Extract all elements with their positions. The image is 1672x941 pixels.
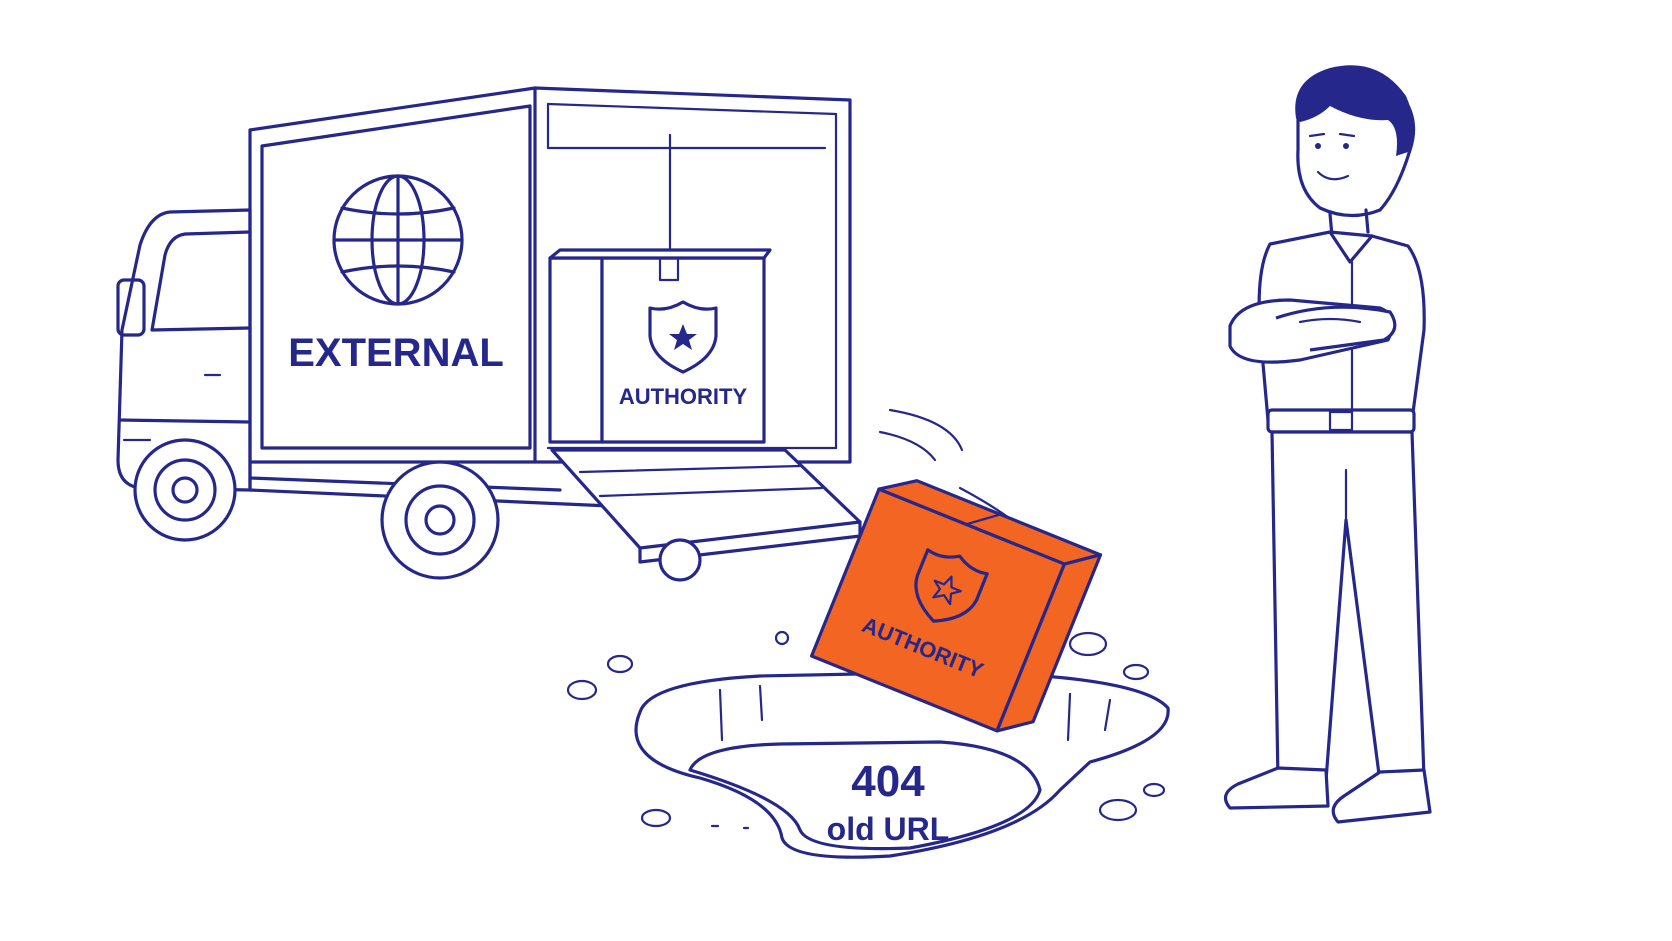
authority-box-falling: AUTHORITY (809, 479, 1103, 733)
right-shoe (1331, 768, 1432, 824)
ramp-wheel (658, 538, 702, 582)
standing-man (1223, 65, 1432, 824)
truck-cargo-box (248, 86, 852, 512)
authority-box-inside: AUTHORITY (548, 248, 772, 444)
front-wheel (133, 438, 237, 542)
error-code-label: 404 (851, 757, 925, 806)
trousers (1270, 430, 1426, 784)
authority-box-label: AUTHORITY (619, 384, 748, 409)
globe-icon (332, 174, 464, 306)
rear-wheel (380, 460, 500, 580)
truck-side-label: EXTERNAL (288, 331, 504, 375)
shield-star-icon (914, 548, 989, 623)
left-shoe (1223, 766, 1330, 810)
old-url-label: old URL (827, 811, 950, 847)
shield-star-icon (648, 300, 718, 374)
hair (1295, 65, 1413, 156)
delivery-truck: EXTERNAL (116, 86, 862, 582)
hole-404: 404 old URL (566, 630, 1170, 859)
loading-ramp (550, 448, 862, 564)
belt (1266, 408, 1416, 434)
